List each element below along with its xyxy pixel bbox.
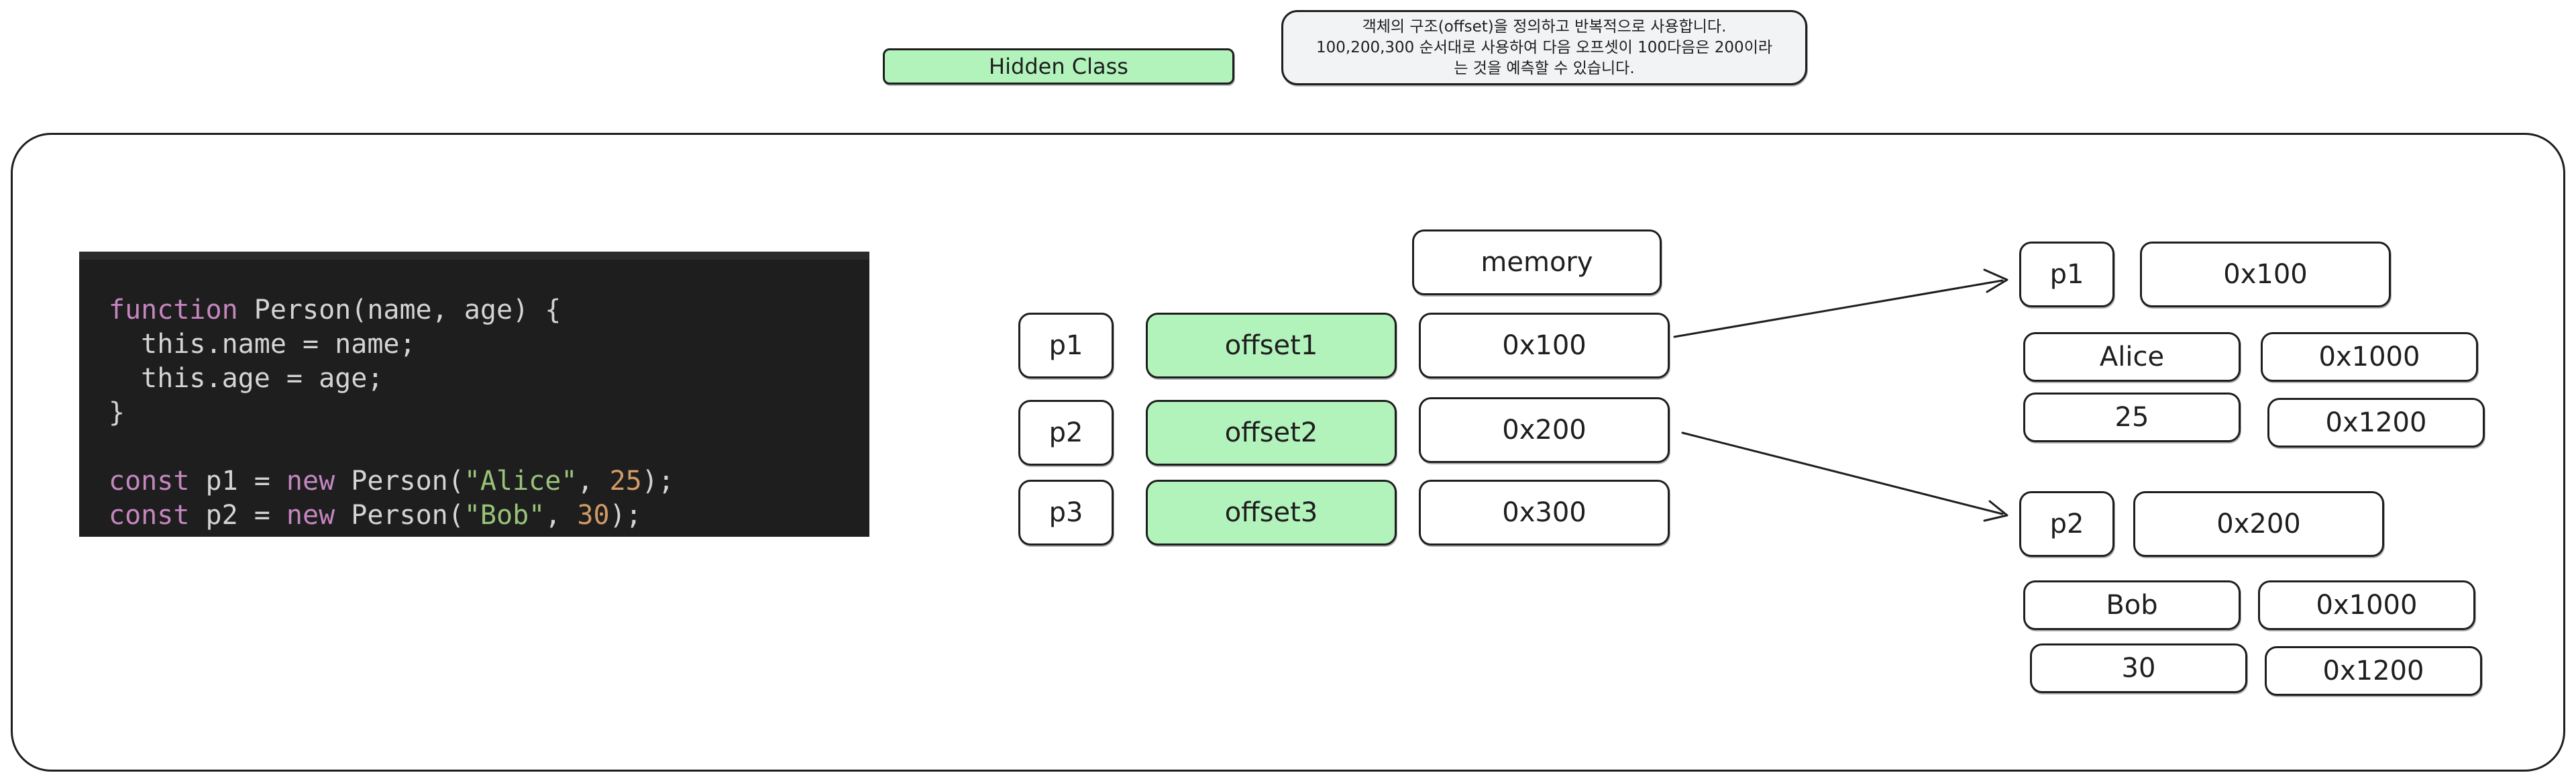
code-token: } — [109, 397, 125, 428]
code-token: ); — [641, 466, 674, 497]
code-token: const — [109, 466, 190, 497]
object-address: 0x200 — [2133, 491, 2384, 557]
code-token: , — [577, 466, 610, 497]
code-line: this.age = age; — [109, 362, 869, 396]
code-block: function Person(name, age) { this.name =… — [79, 252, 869, 537]
object-field-value: 30 — [2030, 643, 2247, 693]
diagram-frame — [11, 133, 2565, 772]
memory-row-offset: offset3 — [1146, 480, 1397, 546]
code-token: ); — [609, 500, 642, 531]
memory-row-var: p1 — [1018, 313, 1114, 378]
object-var: p1 — [2019, 242, 2114, 307]
hidden-class-title: Hidden Class — [883, 48, 1234, 85]
code-token: p2 = — [189, 500, 286, 531]
note-line: 100,200,300 순서대로 사용하여 다음 오프셋이 100다음은 200… — [1316, 38, 1773, 56]
code-token: Person(name, age) { — [237, 295, 561, 325]
code-token: function — [109, 295, 238, 325]
code-line: const p1 = new Person("Alice", 25); — [109, 464, 869, 499]
object-address: 0x100 — [2140, 242, 2391, 307]
code-line: } — [109, 396, 869, 430]
code-line — [109, 430, 869, 464]
object-field-address: 0x1200 — [2267, 398, 2485, 448]
code-token: "Bob" — [464, 500, 545, 531]
memory-row-address: 0x100 — [1419, 313, 1670, 378]
code-token: "Alice" — [464, 466, 578, 497]
object-field-address: 0x1200 — [2265, 646, 2482, 696]
code-line: this.name = name; — [109, 327, 869, 362]
memory-row-offset: offset2 — [1146, 400, 1397, 466]
code-token: const — [109, 500, 190, 531]
memory-row-offset: offset1 — [1146, 313, 1397, 378]
note-line: 객체의 구조(offset)을 정의하고 반복적으로 사용합니다. — [1362, 17, 1727, 36]
code-token: , — [545, 500, 578, 531]
code-token: new — [286, 500, 335, 531]
object-field-value: Alice — [2023, 332, 2241, 382]
object-var: p2 — [2019, 491, 2114, 557]
code-token: 25 — [609, 466, 642, 497]
code-token: this.name = name; — [109, 329, 416, 360]
description-note: 객체의 구조(offset)을 정의하고 반복적으로 사용합니다. 100,20… — [1281, 10, 1807, 85]
object-field-value: Bob — [2023, 580, 2241, 630]
memory-row-address: 0x300 — [1419, 480, 1670, 546]
code-line: const p2 = new Person("Bob", 30); — [109, 499, 869, 533]
object-field-address: 0x1000 — [2261, 332, 2478, 382]
object-field-value: 25 — [2023, 393, 2241, 442]
memory-row-address: 0x200 — [1419, 397, 1670, 463]
code-token: new — [286, 466, 335, 497]
memory-row-var: p2 — [1018, 400, 1114, 466]
code-line: function Person(name, age) { — [109, 293, 869, 327]
code-token: this.age = age; — [109, 363, 384, 394]
memory-row-var: p3 — [1018, 480, 1114, 546]
code-token: p1 = — [189, 466, 286, 497]
object-field-address: 0x1000 — [2258, 580, 2475, 630]
code-token: Person( — [335, 500, 464, 531]
code-token: Person( — [335, 466, 464, 497]
memory-header: memory — [1412, 229, 1662, 295]
code-token: 30 — [577, 500, 610, 531]
note-line: 는 것을 예측할 수 있습니다. — [1454, 59, 1635, 77]
